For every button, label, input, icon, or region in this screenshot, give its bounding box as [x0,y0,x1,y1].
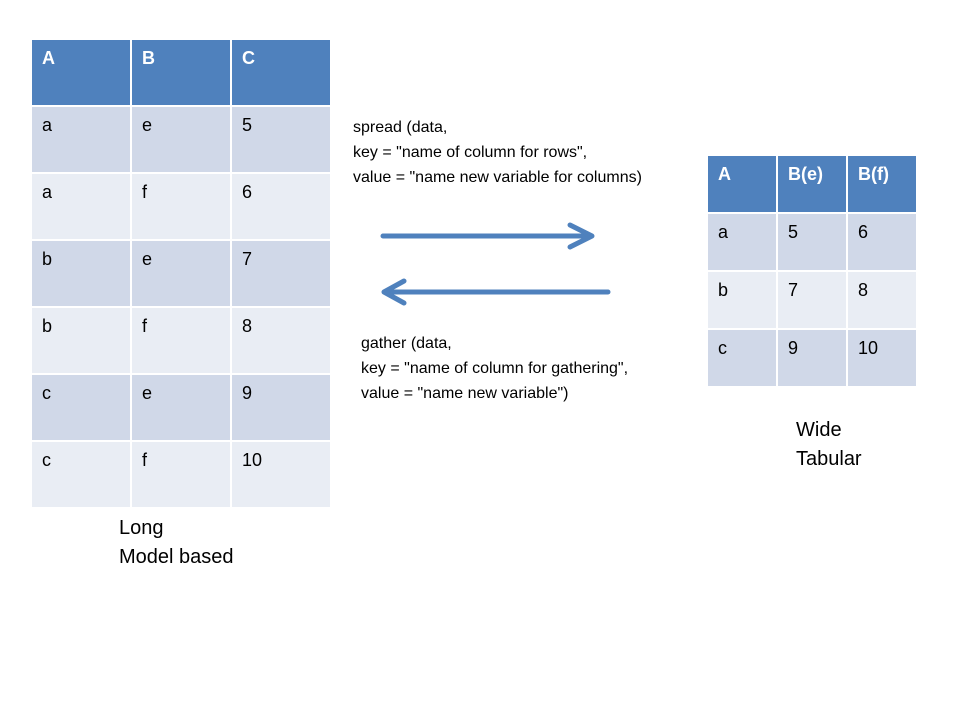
caption-line: Long [119,517,164,539]
table-row: a f 6 [30,172,332,241]
table-row: a 5 6 [706,212,918,272]
table-cell: 7 [230,239,332,308]
table-cell: 8 [230,306,332,375]
table-row: c e 9 [30,373,332,442]
table-cell: a [706,212,778,272]
header-cell-b-e: B(e) [776,154,848,214]
gather-function-text: gather (data, key = "name of column for … [361,331,628,406]
caption-line: Model based [119,546,234,568]
table-header-row: A B(e) B(f) [706,154,918,214]
header-cell-c: C [230,38,332,107]
table-cell: b [30,239,132,308]
long-format-table: A B C a e 5 a f 6 b e 7 b f 8 c e 9 [30,38,332,509]
table-row: c f 10 [30,440,332,509]
table-row: b e 7 [30,239,332,308]
table-cell: e [130,105,232,174]
table-cell: a [30,105,132,174]
header-cell-b: B [130,38,232,107]
wide-format-table: A B(e) B(f) a 5 6 b 7 8 c 9 10 [706,154,918,388]
table-cell: 6 [230,172,332,241]
table-cell: 8 [846,270,918,330]
spread-line: spread (data, [353,119,448,136]
table-cell: c [30,440,132,509]
table-cell: 10 [230,440,332,509]
gather-line: key = "name of column for gathering", [361,360,629,377]
gather-arrow-left-icon [381,278,611,306]
caption-line: Tabular [796,448,862,470]
gather-line: gather (data, [361,335,452,352]
table-cell: 9 [230,373,332,442]
table-row: c 9 10 [706,328,918,388]
table-row: a e 5 [30,105,332,174]
table-row: b 7 8 [706,270,918,330]
table-cell: c [706,328,778,388]
table-cell: b [30,306,132,375]
header-cell-b-f: B(f) [846,154,918,214]
table-header-row: A B C [30,38,332,107]
spread-line: key = "name of column for rows", [353,144,588,161]
table-cell: 9 [776,328,848,388]
table-cell: f [130,172,232,241]
header-cell-a: A [706,154,778,214]
table-cell: a [30,172,132,241]
table-cell: 5 [776,212,848,272]
spread-function-text: spread (data, key = "name of column for … [353,115,642,190]
table-cell: 7 [776,270,848,330]
table-cell: f [130,306,232,375]
table-cell: e [130,373,232,442]
table-cell: f [130,440,232,509]
caption-line: Wide [796,419,842,441]
wide-table-caption: Wide Tabular [796,416,862,474]
table-cell: 6 [846,212,918,272]
table-cell: e [130,239,232,308]
header-cell-a: A [30,38,132,107]
gather-line: value = "name new variable") [361,385,569,402]
table-cell: c [30,373,132,442]
table-row: b f 8 [30,306,332,375]
spread-line: value = "name new variable for columns) [353,169,642,186]
table-cell: 10 [846,328,918,388]
long-table-caption: Long Model based [119,514,234,572]
spread-arrow-right-icon [380,222,595,250]
table-cell: 5 [230,105,332,174]
table-cell: b [706,270,778,330]
